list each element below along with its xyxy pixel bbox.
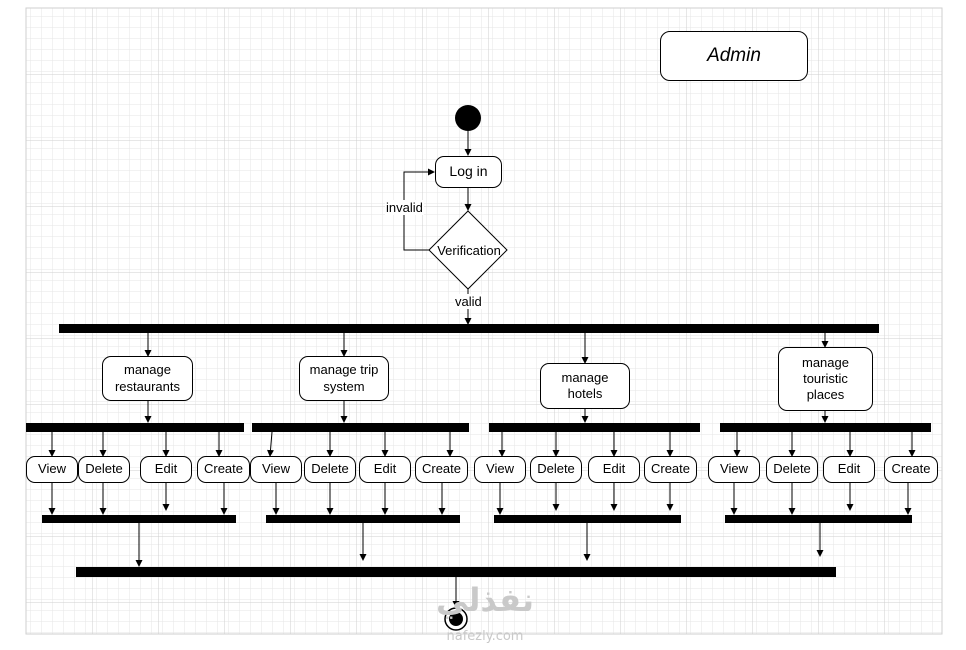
edges-group-hotels: [496, 432, 674, 515]
invalid-label: invalid: [385, 200, 424, 215]
edit-node-hotels: Edit: [588, 456, 640, 483]
join-bar-trip: [266, 515, 460, 523]
view-node-places: View: [708, 456, 760, 483]
edit-node-restaurants: Edit: [140, 456, 192, 483]
manage-restaurants-node: manage restaurants: [102, 356, 193, 401]
login-node: Log in: [435, 156, 502, 188]
manage-hotels-node: manage hotels: [540, 363, 630, 409]
view-node-hotels: View: [474, 456, 526, 483]
delete-node-hotels: Delete: [530, 456, 582, 483]
start-node: [455, 105, 481, 131]
create-node-places: Create: [884, 456, 938, 483]
create-node-restaurants: Create: [197, 456, 250, 483]
edit-node-places: Edit: [823, 456, 875, 483]
fork-bar-places: [720, 423, 931, 432]
create-node-hotels: Create: [644, 456, 697, 483]
diagram-title: Admin: [660, 31, 808, 81]
join-bar-places: [725, 515, 912, 523]
grid-background: [25, 7, 943, 635]
fork-bar-trip: [252, 423, 469, 432]
delete-node-places: Delete: [766, 456, 818, 483]
edit-node-trip: Edit: [359, 456, 411, 483]
end-node-inner: [449, 612, 463, 626]
join-bar-hotels: [494, 515, 681, 523]
view-node-trip: View: [250, 456, 302, 483]
manage-trip-node: manage trip system: [299, 356, 389, 401]
create-node-trip: Create: [415, 456, 468, 483]
fork-bar-restaurants: [26, 423, 244, 432]
manage-places-node: manage touristic places: [778, 347, 873, 411]
valid-label: valid: [454, 294, 483, 309]
delete-node-trip: Delete: [304, 456, 356, 483]
edges-group-trip: [267, 431, 454, 515]
join-bar-main: [76, 567, 836, 577]
delete-node-restaurants: Delete: [78, 456, 130, 483]
edges-group-restaurants: [48, 432, 228, 515]
watermark-latin: nafezly.com: [446, 629, 524, 644]
view-node-restaurants: View: [26, 456, 78, 483]
edges-group-places: [730, 432, 916, 515]
watermark-arabic: نفذلي: [436, 581, 534, 619]
verification-label: Verification: [437, 243, 501, 258]
join-bar-restaurants: [42, 515, 236, 523]
fork-bar-hotels: [489, 423, 700, 432]
fork-bar-main: [59, 324, 879, 333]
